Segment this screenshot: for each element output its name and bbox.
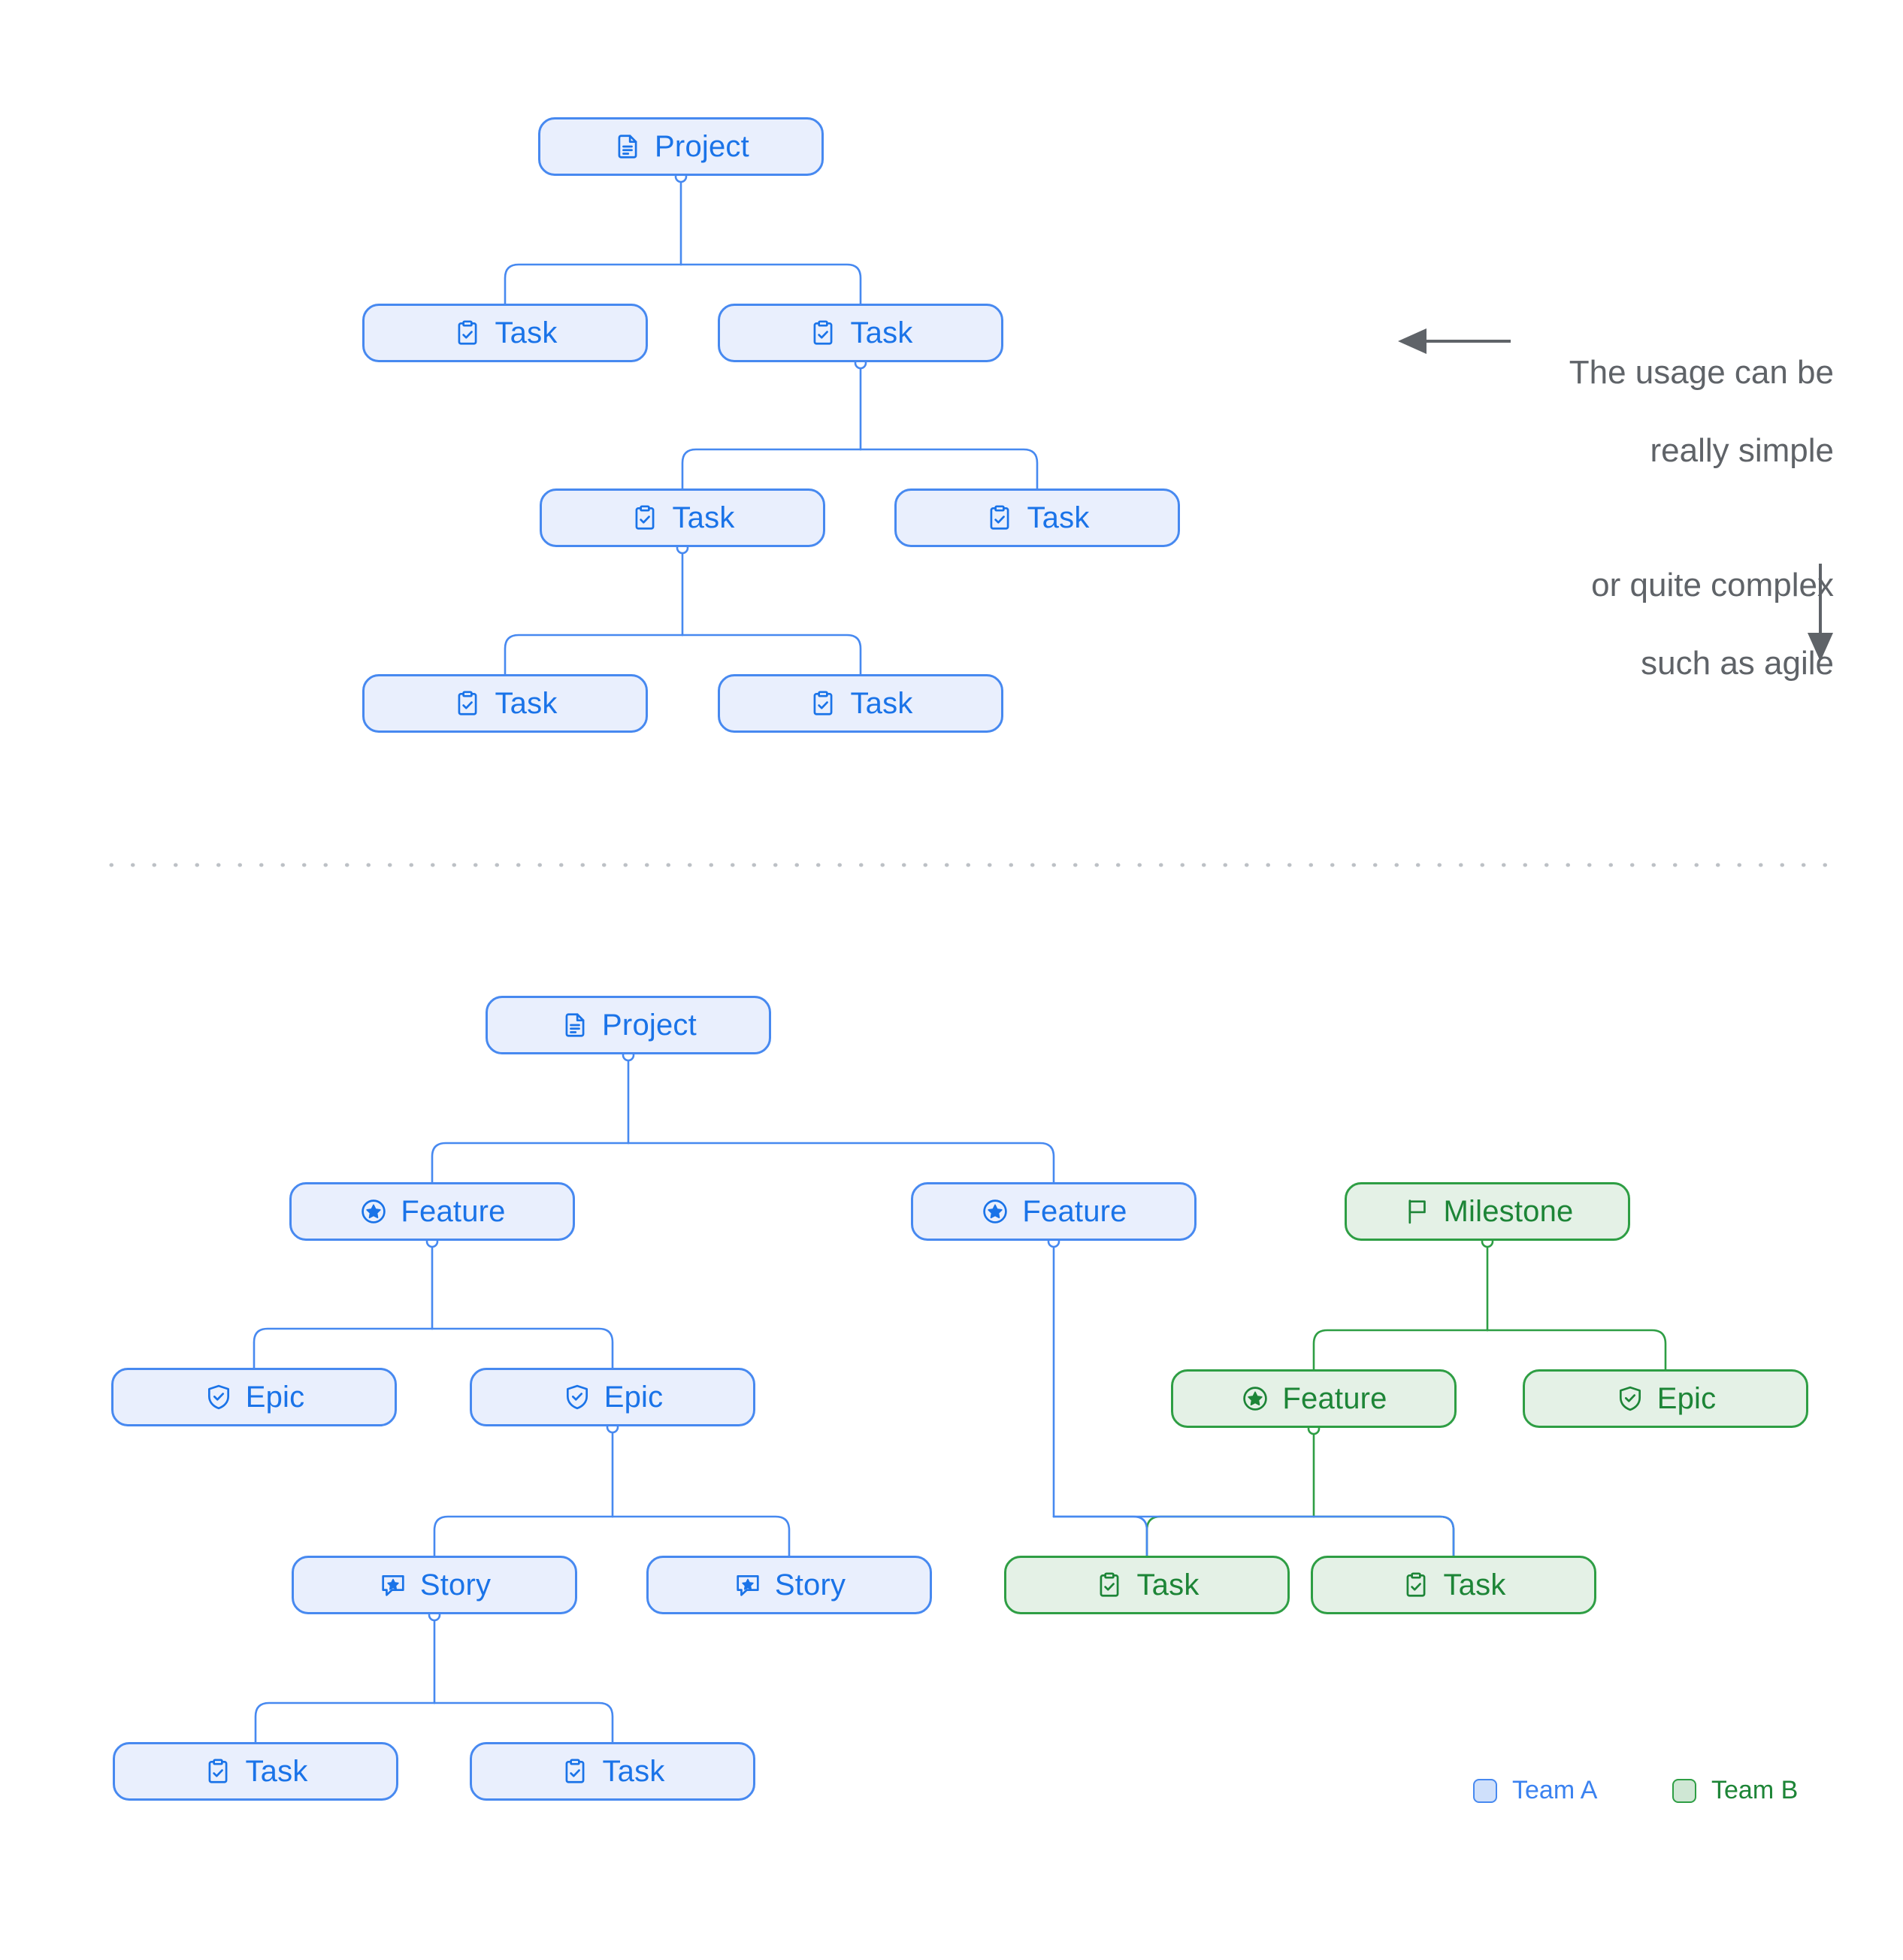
task-icon [452,688,483,718]
node-label: Task [245,1755,308,1788]
annotation-line-4: such as agile [1641,645,1834,682]
task-icon [985,503,1015,533]
node-label: Epic [1656,1382,1717,1415]
node-b-epic-3[interactable]: Epic [1523,1369,1808,1428]
node-a-epic-1[interactable]: Epic [111,1368,397,1426]
node-label: Story [774,1568,846,1602]
connector-line [504,263,682,305]
node-s-task-3[interactable]: Task [540,488,825,547]
task-icon [808,688,838,718]
node-a-story-1[interactable]: Story [292,1556,577,1614]
arrow-left-icon [1398,328,1511,354]
node-label: Epic [245,1381,305,1414]
connector-line [611,1515,791,1557]
task-icon [560,1756,590,1786]
node-label: Task [495,687,558,720]
node-s-task-1[interactable]: Task [362,304,648,362]
connector-line [681,634,862,676]
legend-label-team-a: Team A [1512,1776,1598,1804]
connector-line [1312,1515,1455,1557]
epic-icon [204,1382,234,1412]
connector-line [1312,1329,1489,1371]
connector-line [681,448,862,490]
node-label: Project [655,130,749,163]
connector-line [679,263,862,305]
node-s-task-2[interactable]: Task [718,304,1003,362]
node-a-story-2[interactable]: Story [646,1556,932,1614]
connector-line [1486,1329,1667,1371]
node-s-project[interactable]: Project [538,117,824,176]
node-label: Task [1136,1568,1200,1602]
feature-icon [359,1196,389,1227]
node-label: Feature [1282,1382,1387,1415]
task-icon [1094,1570,1124,1600]
node-a-feature-1[interactable]: Feature [289,1182,575,1241]
story-icon [733,1570,763,1600]
node-label: Story [419,1568,492,1602]
node-label: Epic [604,1381,664,1414]
connector-line [627,1142,1055,1184]
node-b-feature-3[interactable]: Feature [1171,1369,1457,1428]
document-icon [613,132,643,162]
connector-line [431,1327,614,1369]
connector-line [1052,1515,1148,1557]
task-icon [452,318,483,348]
section-divider [109,863,1845,867]
node-label: Task [495,316,558,349]
legend-team-b: Team B [1672,1776,1798,1805]
connector-line [1052,1515,1455,1557]
connector-line [433,1701,614,1744]
epic-icon [562,1382,592,1412]
legend-swatch-team-b [1672,1778,1696,1803]
annotation-text: The usage can be really simple or quite … [1473,314,1834,722]
connector-line [504,634,684,676]
node-s-task-4[interactable]: Task [894,488,1180,547]
legend-team-a: Team A [1473,1776,1597,1805]
legend-label-team-b: Team B [1711,1776,1799,1804]
node-s-task-6[interactable]: Task [718,674,1003,733]
task-icon [630,503,660,533]
connector-line [253,1327,434,1369]
node-label: Project [602,1009,697,1042]
arrow-down-icon [1808,564,1833,661]
node-label: Task [602,1755,665,1788]
annotation-line-1: The usage can be [1569,353,1834,391]
node-a-task-4[interactable]: Task [470,1742,755,1801]
node-label: Milestone [1443,1195,1574,1228]
node-a-project[interactable]: Project [486,996,771,1054]
node-label: Feature [1022,1195,1127,1228]
feature-icon [1240,1384,1270,1414]
node-label: Task [1027,501,1090,534]
annotation-line-2: really simple [1650,431,1834,469]
connector-line [254,1701,436,1744]
legend-swatch-team-a [1473,1778,1497,1803]
task-icon [203,1756,233,1786]
annotation-line-3: or quite complex [1591,567,1834,604]
story-icon [378,1570,408,1600]
node-b-milestone[interactable]: Milestone [1345,1182,1630,1241]
node-label: Task [850,316,913,349]
document-icon [560,1010,590,1040]
epic-icon [1615,1384,1645,1414]
node-label: Task [850,687,913,720]
node-label: Task [672,501,735,534]
connector-line [431,1142,630,1184]
node-label: Feature [401,1195,506,1228]
task-icon [808,318,838,348]
node-b-task-1[interactable]: Task [1004,1556,1290,1614]
task-icon [1401,1570,1431,1600]
node-s-task-5[interactable]: Task [362,674,648,733]
node-a-epic-2[interactable]: Epic [470,1368,755,1426]
milestone-icon [1402,1196,1432,1227]
connector-line [1145,1515,1315,1557]
node-b-task-2[interactable]: Task [1311,1556,1596,1614]
node-label: Task [1443,1568,1506,1602]
node-a-task-3[interactable]: Task [113,1742,398,1801]
feature-icon [980,1196,1010,1227]
node-a-feature-2[interactable]: Feature [911,1182,1197,1241]
connector-line [859,448,1039,490]
connector-line [433,1515,614,1557]
